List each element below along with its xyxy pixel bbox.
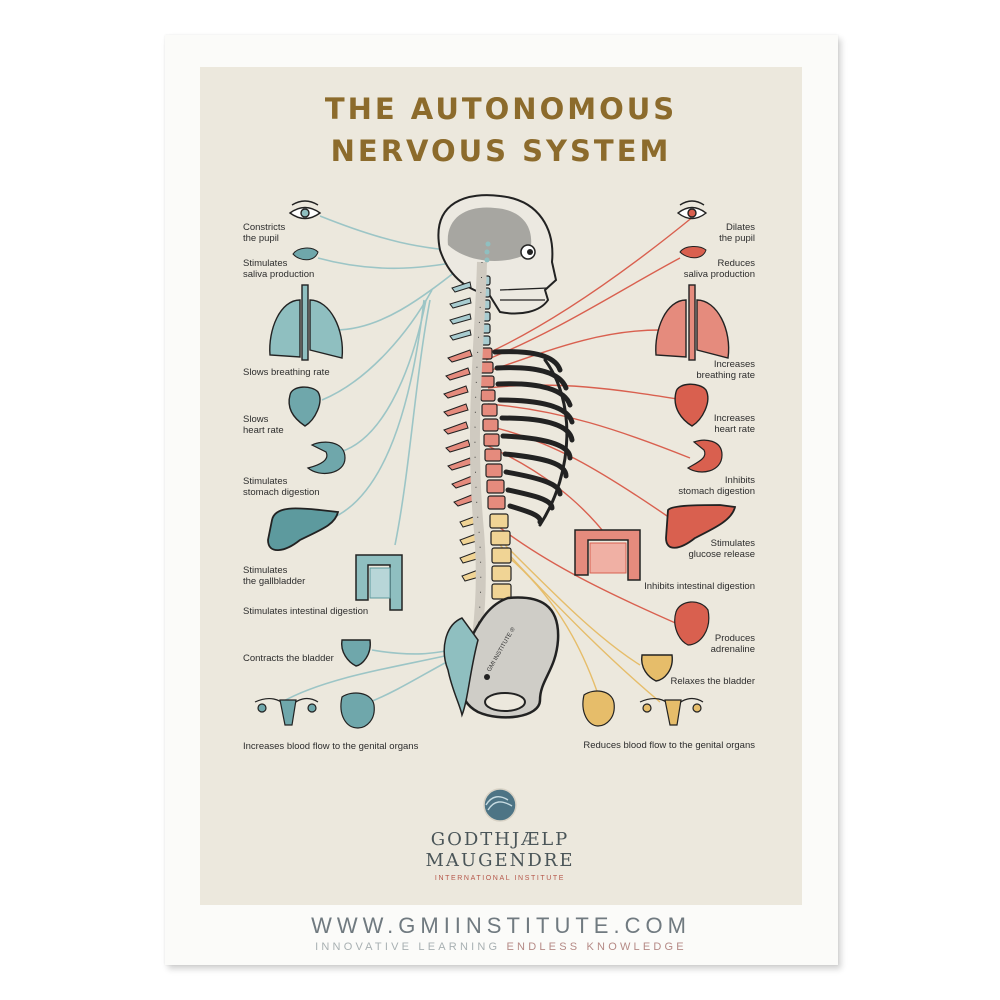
- poster-title-line-2: NERVOUS SYSTEM: [330, 134, 672, 168]
- right-testes-icon: [582, 690, 615, 727]
- symp-label-intestine: Inhibits intestinal digestion: [644, 581, 755, 592]
- left-eye-icon: [288, 200, 322, 220]
- right-uterus-icon: [639, 697, 704, 726]
- right-lungs-icon: [655, 284, 730, 361]
- para-label-bladder: Contracts the bladder: [243, 653, 334, 664]
- left-stomach-icon: [306, 441, 346, 475]
- tagline: INNOVATIVE LEARNING ENDLESS KNOWLEDGE: [200, 941, 802, 953]
- right-eye-icon: [676, 200, 708, 220]
- tagline-part-1: INNOVATIVE LEARNING: [315, 941, 501, 953]
- tagline-part-2: ENDLESS KNOWLEDGE: [506, 941, 687, 953]
- para-label-breathing: Slows breathing rate: [243, 367, 330, 378]
- left-salivary-gland-icon: [292, 247, 319, 261]
- para-label-intestine: Stimulates intestinal digestion: [243, 606, 369, 617]
- symp-label-bladder: Relaxes the bladder: [670, 676, 756, 687]
- right-liver-icon: [665, 504, 737, 549]
- right-intestine-icon: [574, 529, 641, 581]
- left-testes-icon: [340, 692, 375, 729]
- brand-subtitle: INTERNATIONAL INSTITUTE: [434, 875, 566, 882]
- parasympathetic-nerves: [281, 215, 479, 703]
- left-bladder-icon: [341, 639, 371, 667]
- right-stomach-icon: [686, 439, 723, 473]
- skull-icon: [437, 194, 558, 315]
- right-adrenal-kidney-icon: [674, 601, 710, 646]
- left-intestine-icon: [355, 554, 403, 611]
- right-salivary-gland-icon: [679, 246, 707, 259]
- poster-title-line-1: THE AUTONOMOUS: [324, 92, 678, 126]
- right-heart-icon: [674, 383, 709, 427]
- brand-name-line-1: GODTHJÆLP: [430, 829, 570, 850]
- left-heart-icon: [288, 386, 321, 427]
- brand-name-line-2: MAUGENDRE: [425, 850, 575, 871]
- lumbar-sympathetic-nerves: [499, 539, 661, 703]
- website-url: WWW.GMIINSTITUTE.COM: [311, 913, 691, 938]
- ribcage-icon: [492, 349, 575, 527]
- para-label-genitals: Increases blood flow to the genital orga…: [243, 741, 419, 752]
- right-bladder-icon: [641, 654, 673, 682]
- left-lungs-icon: [269, 284, 344, 361]
- left-uterus-icon: [254, 697, 319, 726]
- pelvis-icon: GMI INSTITUTE ®: [443, 596, 560, 719]
- spine-icon: [443, 261, 512, 681]
- symp-label-genitals: Reduces blood flow to the genital organs: [583, 740, 755, 751]
- brand-logo-icon: [483, 788, 517, 822]
- left-liver-icon: [267, 507, 340, 552]
